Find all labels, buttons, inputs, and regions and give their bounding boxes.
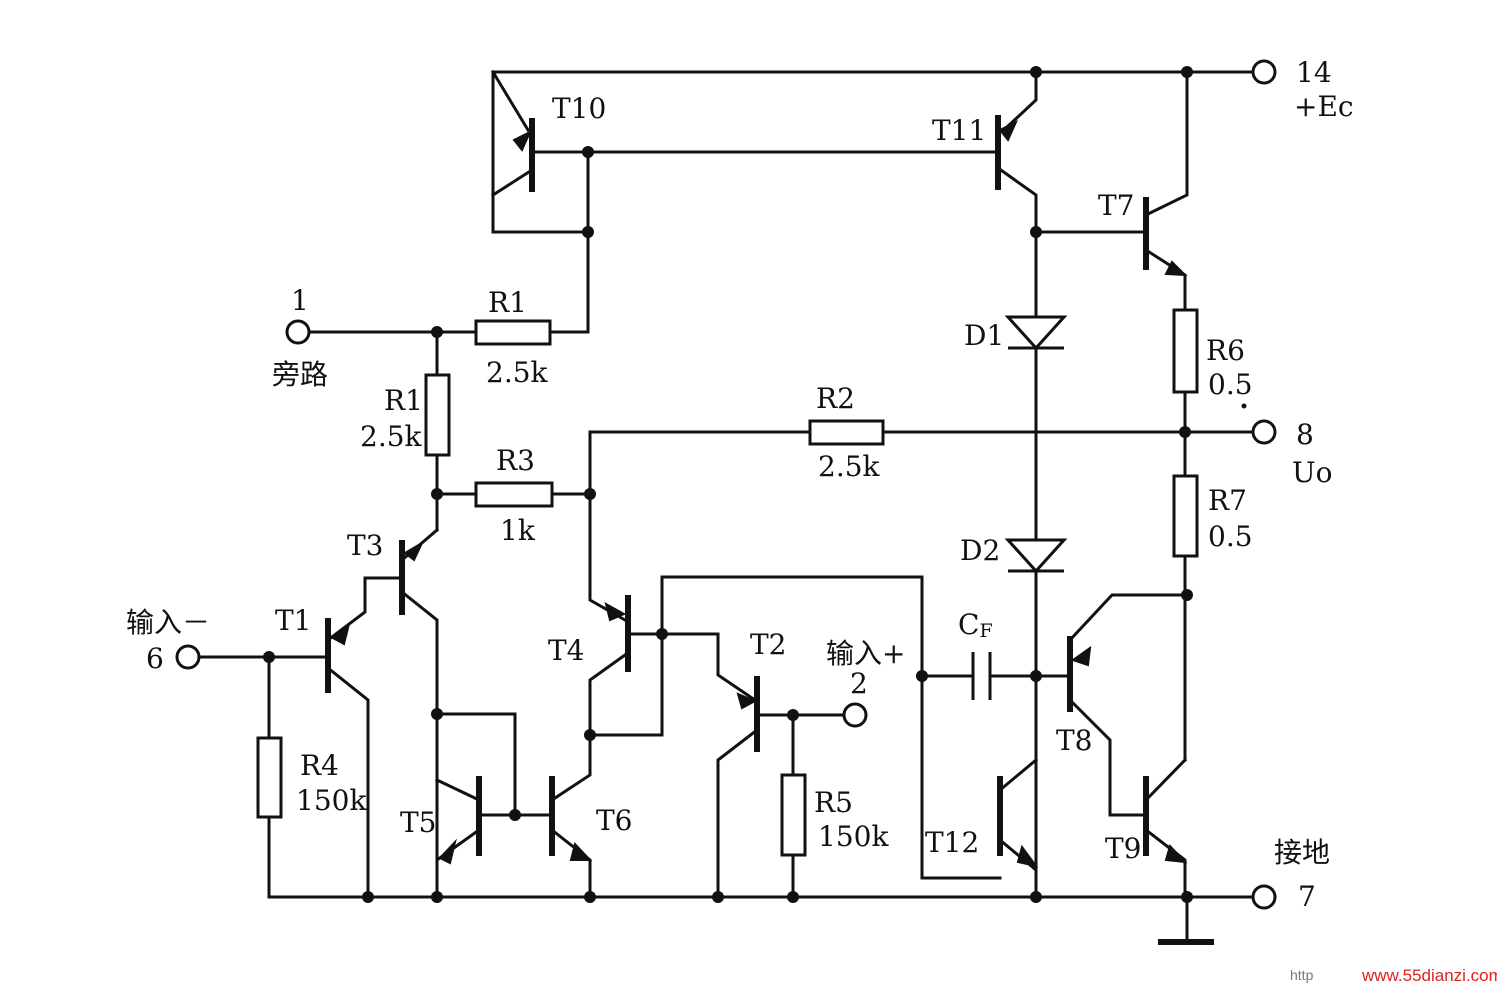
label-r5-name: R5 <box>814 786 853 819</box>
resistor-r6 <box>1172 308 1199 394</box>
pin-1-number: 1 <box>291 284 309 317</box>
resistor-r4 <box>256 736 283 819</box>
label-t10: T10 <box>552 92 606 125</box>
resistor-r2 <box>808 419 885 446</box>
resistor-r7 <box>1172 474 1199 558</box>
label-r4-name: R4 <box>300 749 339 782</box>
labels: T10 T11 T7 T3 T1 T4 T2 T5 T6 T12 T8 T9 R… <box>126 56 1497 985</box>
pin-1-label: 旁路 <box>272 358 328 391</box>
label-d1: D1 <box>964 319 1004 352</box>
label-t2: T2 <box>750 628 787 661</box>
emitter-arrows <box>331 119 1188 868</box>
terminals <box>175 59 1277 910</box>
resistor-r3 <box>474 481 554 508</box>
label-t11: T11 <box>932 114 986 147</box>
label-t8: T8 <box>1056 724 1093 757</box>
label-d2: D2 <box>960 534 1000 567</box>
label-r5-value: 150k <box>818 820 889 853</box>
pin-2-label: 输入+ <box>826 637 905 670</box>
label-r2-name: R2 <box>816 382 855 415</box>
pin-7-number: 7 <box>1298 880 1316 913</box>
pin-8-terminal <box>1251 419 1277 445</box>
pin-1-terminal <box>285 319 311 345</box>
pin-14-number: 14 <box>1296 56 1332 89</box>
label-r7-name: R7 <box>1208 484 1247 517</box>
pin-7-label: 接地 <box>1274 836 1330 869</box>
resistor-r1-vertical <box>424 373 451 457</box>
pin-8-number: 8 <box>1296 418 1314 451</box>
diode-d1 <box>1004 315 1068 351</box>
resistor-r5 <box>780 773 807 857</box>
pin-6-terminal <box>175 644 201 670</box>
junction-dots <box>263 66 1247 903</box>
label-r1-h-name: R1 <box>488 286 527 319</box>
label-t6: T6 <box>596 804 633 837</box>
label-r1-v-name: R1 <box>384 384 423 417</box>
pin-7-terminal <box>1251 884 1277 910</box>
label-r6-value: 0.5 <box>1208 368 1253 401</box>
watermark-prefix: http <box>1290 967 1314 983</box>
pin-2-number: 2 <box>850 667 868 700</box>
label-r2-value: 2.5k <box>818 450 881 483</box>
label-r1-v-value: 2.5k <box>360 420 423 453</box>
pin-14-label: +Ec <box>1294 90 1354 123</box>
label-r4-value: 150k <box>296 784 367 817</box>
label-t5: T5 <box>400 806 437 839</box>
label-t7: T7 <box>1098 189 1135 222</box>
label-t12: T12 <box>925 826 979 859</box>
resistor-bodies <box>256 308 1199 857</box>
pin-6-label: 输入－ <box>126 606 210 639</box>
label-r1-h-value: 2.5k <box>486 356 549 389</box>
resistor-r1-horizontal <box>474 319 552 346</box>
label-r3-value: 1k <box>500 514 536 547</box>
capacitor-cf <box>971 652 992 700</box>
label-r7-value: 0.5 <box>1208 520 1253 553</box>
label-t1: T1 <box>275 604 312 637</box>
label-r3-name: R3 <box>496 444 535 477</box>
label-t9: T9 <box>1105 832 1142 865</box>
pin-2-terminal <box>842 702 868 728</box>
pin-6-number: 6 <box>146 642 164 675</box>
diode-d2 <box>1004 538 1068 574</box>
label-cf: CF <box>958 608 993 642</box>
label-t4: T4 <box>548 634 585 667</box>
transistor-bars <box>325 115 1149 856</box>
label-r6-name: R6 <box>1206 334 1245 367</box>
pin-14-terminal <box>1251 59 1277 85</box>
label-t3: T3 <box>347 529 384 562</box>
watermark-url: www.55dianzi.com <box>1361 966 1497 985</box>
pin-8-label: Uo <box>1292 456 1332 489</box>
